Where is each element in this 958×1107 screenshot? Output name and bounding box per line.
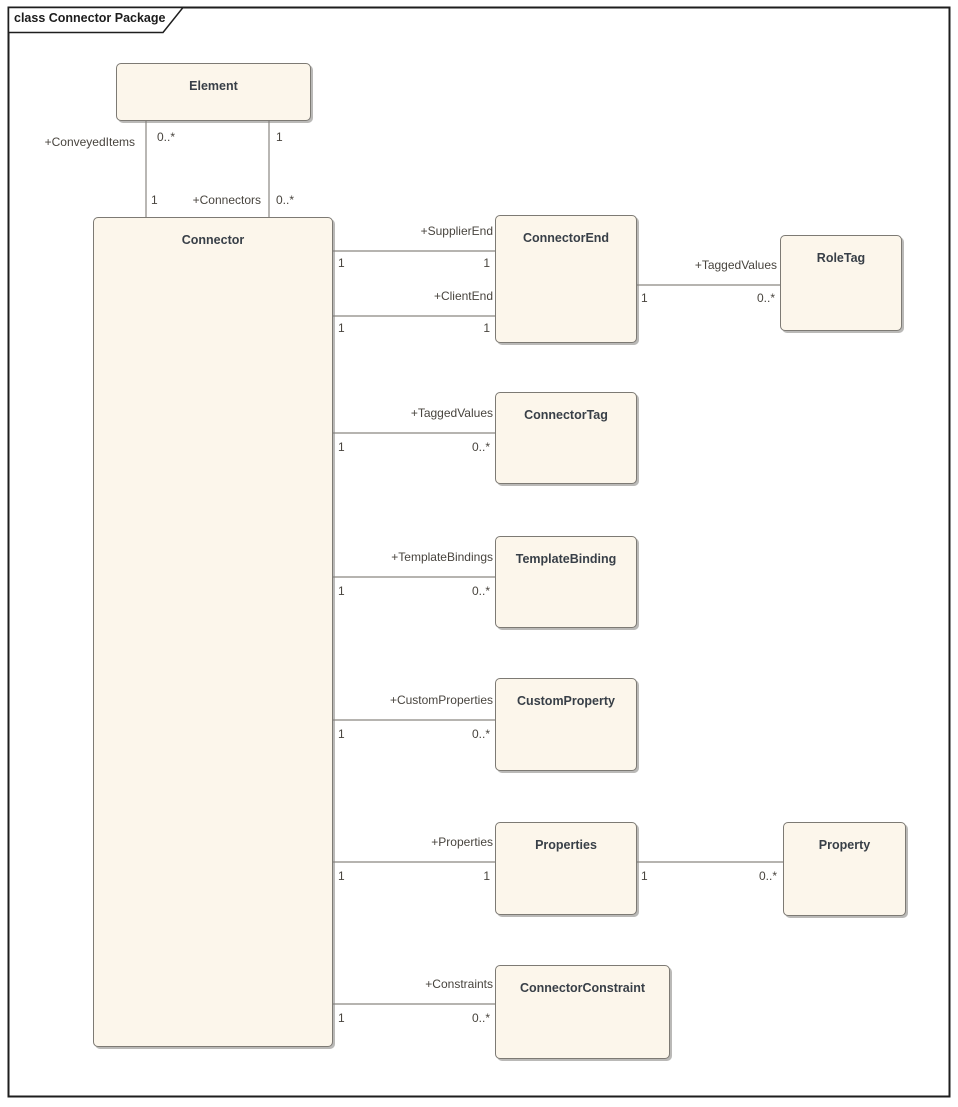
class-title-role-tag: RoleTag [816,251,866,265]
class-title-connector-tag: ConnectorTag [524,408,608,422]
class-box-connector-end[interactable]: ConnectorEnd [495,215,637,343]
class-box-template-binding[interactable]: TemplateBinding [495,536,637,628]
class-box-connector-tag[interactable]: ConnectorTag [495,392,637,484]
class-title-custom-property: CustomProperty [517,694,615,708]
class-box-property[interactable]: Property [783,822,906,916]
constraints-source-mult-label: 1 [338,1011,345,1025]
conveyed-items-source-mult-label: 1 [151,193,158,207]
class-title-template-binding: TemplateBinding [515,552,617,566]
role-tagged-values-target-mult-label: 0..* [756,291,775,305]
class-title-connector-end: ConnectorEnd [522,231,610,245]
conveyed-items-target-mult-label: 0..* [157,130,176,144]
tagged-values-source-mult-label: 1 [338,440,345,454]
properties-role-label: +Properties [431,835,493,849]
class-box-custom-property[interactable]: CustomProperty [495,678,637,771]
conveyed-items-role-label: +ConveyedItems [44,135,135,149]
tagged-values-role-label: +TaggedValues [410,406,493,420]
class-title-element: Element [189,79,238,93]
constraints-target-mult-label: 0..* [471,1011,490,1025]
class-box-connector-constraint[interactable]: ConnectorConstraint [495,965,670,1059]
template-bindings-target-mult-label: 0..* [471,584,490,598]
frame-title: class Connector Package [14,11,166,25]
client-end-role-label: +ClientEnd [433,289,493,303]
class-title-properties: Properties [535,838,597,852]
supplier-end-role-label: +SupplierEnd [420,224,493,238]
connectors-role-label: +Connectors [192,193,261,207]
class-title-property: Property [818,838,871,852]
property-link-source-mult-label: 1 [641,869,648,883]
connectors-target-mult-label: 0..* [276,193,295,207]
custom-properties-role-label: +CustomProperties [389,693,493,707]
class-box-role-tag[interactable]: RoleTag [780,235,902,331]
class-title-connector-constraint: ConnectorConstraint [520,981,645,995]
class-box-connector[interactable]: Connector [93,217,333,1047]
role-tagged-values-role-label: +TaggedValues [694,258,777,272]
custom-properties-target-mult-label: 0..* [471,727,490,741]
constraints-role-label: +Constraints [425,977,493,991]
custom-properties-source-mult-label: 1 [338,727,345,741]
properties-target-mult-label: 1 [483,869,490,883]
role-tagged-values-source-mult-label: 1 [641,291,648,305]
property-link-target-mult-label: 0..* [758,869,777,883]
template-bindings-source-mult-label: 1 [338,584,345,598]
client-end-source-mult-label: 1 [338,321,345,335]
class-title-connector: Connector [181,233,245,247]
class-box-element[interactable]: Element [116,63,311,121]
tagged-values-target-mult-label: 0..* [471,440,490,454]
supplier-end-source-mult-label: 1 [338,256,345,270]
template-bindings-role-label: +TemplateBindings [391,550,493,564]
diagram-frame [7,6,951,1098]
client-end-target-mult-label: 1 [483,321,490,335]
class-box-properties[interactable]: Properties [495,822,637,915]
connectors-source-mult-label: 1 [276,130,283,144]
frame-tab [7,6,185,34]
supplier-end-target-mult-label: 1 [483,256,490,270]
properties-source-mult-label: 1 [338,869,345,883]
